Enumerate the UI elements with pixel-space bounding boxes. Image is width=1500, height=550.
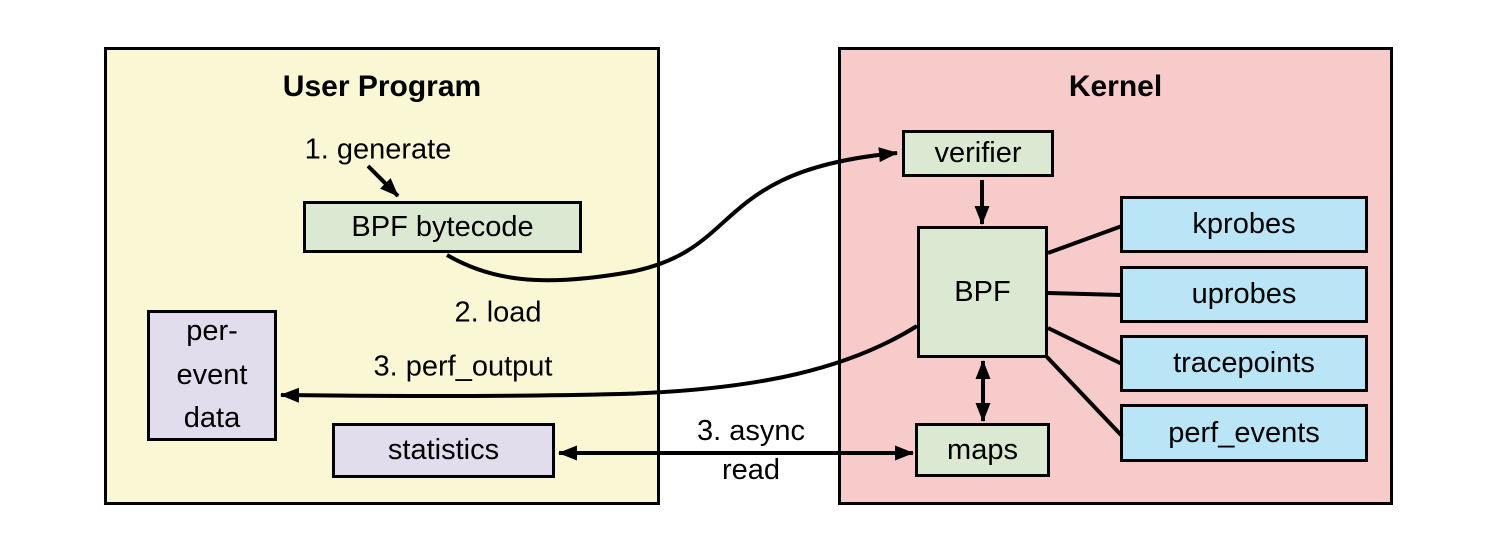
perf-output-label: 3. perf_output	[373, 350, 553, 383]
perf-events-node: perf_events	[1120, 404, 1368, 462]
bpf-node: BPF	[917, 226, 1048, 358]
load-label: 2. load	[454, 296, 542, 329]
generate-label: 1. generate	[304, 133, 452, 166]
user-program-title: User Program	[282, 70, 482, 103]
async-read-label: 3. async read	[697, 415, 805, 486]
bpf-bytecode-node: BPF bytecode	[303, 201, 582, 253]
maps-node: maps	[915, 423, 1050, 477]
statistics-node: statistics	[332, 423, 555, 478]
per-event-data-node: per- event data	[147, 310, 277, 441]
uprobes-node: uprobes	[1120, 266, 1368, 323]
kernel-title: Kernel	[1068, 70, 1163, 103]
kprobes-node: kprobes	[1120, 196, 1368, 253]
verifier-node: verifier	[902, 130, 1054, 177]
tracepoints-node: tracepoints	[1120, 335, 1368, 392]
